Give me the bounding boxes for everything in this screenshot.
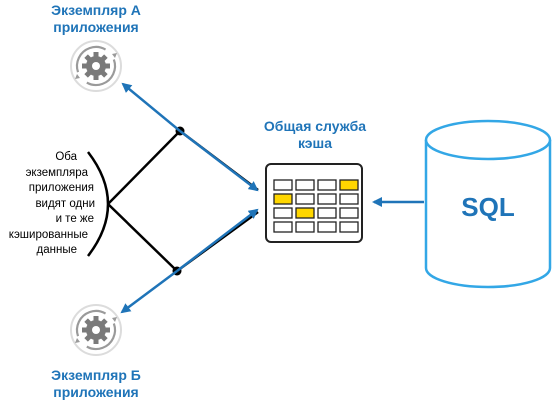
cache-cell [317, 207, 337, 219]
instance-b-label-line-2: приложения [53, 384, 139, 400]
cache-cell [339, 207, 359, 219]
note-line-4: видят одни [35, 197, 95, 210]
shared-data-note: Оба экземпляра приложения видят одни и т… [0, 150, 95, 259]
note-line-7: данные [36, 244, 77, 256]
arrow-lower-to-cache [176, 208, 259, 272]
arrow-to-instance-b [120, 269, 178, 314]
connector-line-lower [107, 203, 178, 272]
note-line-5: и те же [55, 213, 94, 225]
bracket-curve [87, 151, 110, 257]
instance-a-label-line-1: Экземпляр А [51, 2, 141, 18]
database-top [424, 119, 552, 161]
cache-cells [273, 179, 359, 233]
arrow-to-instance-a [121, 82, 181, 132]
cache-cell [295, 179, 315, 191]
note-line-3: приложения [28, 182, 94, 194]
cache-cell [273, 221, 293, 233]
cache-service-label-line-2: кэша [297, 135, 332, 151]
cache-cell [339, 179, 359, 191]
database-cylinder-icon: SQL [424, 119, 552, 289]
cache-cell [339, 221, 359, 233]
note-line-2: экземпляра [25, 166, 88, 179]
note-line-6: кэшированные [8, 228, 88, 241]
instance-b-label: Экземпляр Б приложения [36, 367, 156, 401]
cache-service-label: Общая служба кэша [249, 118, 381, 152]
instance-b-icon [70, 304, 122, 356]
instance-a-label: Экземпляр А приложения [36, 2, 156, 36]
cache-cell [295, 193, 315, 205]
cache-cell [273, 193, 293, 205]
cache-grid-icon [265, 163, 363, 243]
cache-cell [317, 221, 337, 233]
cache-cell [317, 179, 337, 191]
cache-cell [317, 193, 337, 205]
instance-a-label-line-2: приложения [53, 19, 139, 35]
arrow-upper-to-cache [179, 130, 259, 192]
note-line-1: Оба [55, 151, 77, 163]
connector-line-upper [107, 130, 181, 205]
cache-cell [295, 207, 315, 219]
cache-service-label-line-1: Общая служба [263, 118, 367, 134]
instance-a-icon [70, 40, 122, 92]
cache-cell [273, 179, 293, 191]
instance-b-label-line-1: Экземпляр Б [51, 367, 141, 383]
database-body [424, 140, 552, 289]
cache-cell [273, 207, 293, 219]
database-label: SQL [461, 192, 515, 222]
cache-cell [339, 193, 359, 205]
cache-cell [295, 221, 315, 233]
